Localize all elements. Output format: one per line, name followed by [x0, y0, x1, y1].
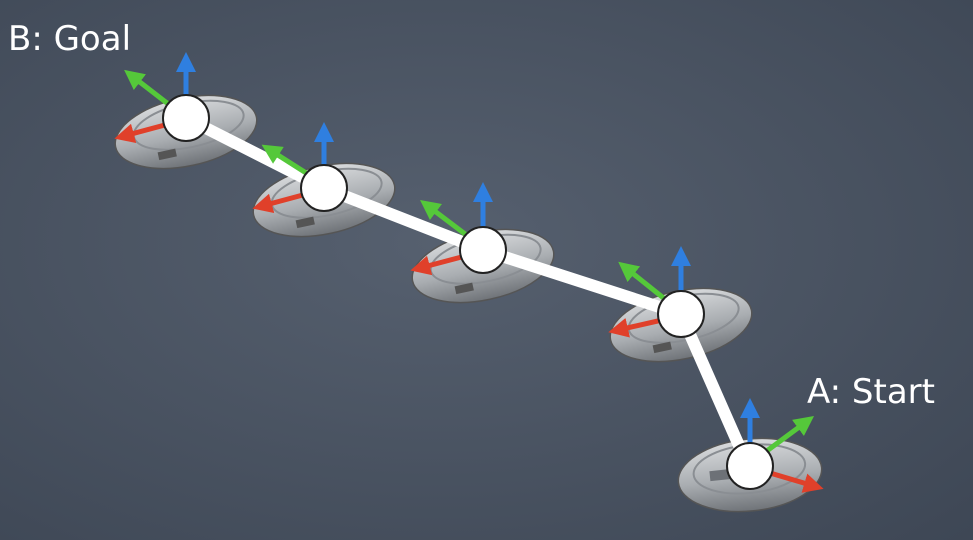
goal-label: B: Goal — [8, 19, 132, 59]
pose-node-waypoint-3 — [657, 290, 705, 338]
start-label: A: Start — [807, 372, 935, 412]
pose-node-waypoint-2 — [459, 226, 507, 274]
pose-node-waypoint-1 — [300, 164, 348, 212]
pose-node-start — [726, 442, 774, 490]
pose-node-goal — [162, 94, 210, 142]
